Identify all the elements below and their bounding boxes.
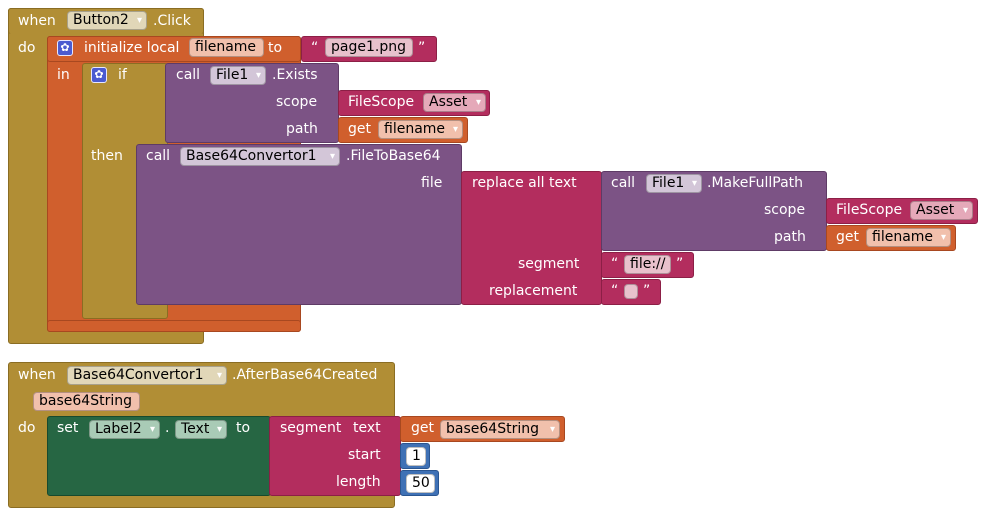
component-dropdown-label2[interactable]: Label2▾ — [89, 420, 160, 439]
number-value-field[interactable]: 50 — [406, 474, 435, 493]
component-dropdown-file1[interactable]: File1▾ — [646, 174, 702, 193]
segment-text-block[interactable] — [269, 416, 401, 496]
quote-close: ” — [643, 283, 651, 299]
then-keyword: then — [91, 148, 123, 164]
quote-open: “ — [611, 283, 619, 299]
file-label: file — [421, 175, 443, 191]
component-dropdown-base64convertor1[interactable]: Base64Convertor1▾ — [180, 147, 340, 166]
scope-label: scope — [764, 202, 806, 218]
number-value-field[interactable]: 1 — [406, 447, 426, 466]
length-label: length — [336, 474, 381, 490]
if-keyword: if — [118, 67, 127, 83]
text-value-field[interactable]: file:// — [624, 255, 671, 274]
chevron-down-icon: ▾ — [136, 15, 142, 26]
component-dropdown-base64convertor1[interactable]: Base64Convertor1▾ — [67, 366, 227, 385]
to-keyword: to — [236, 420, 251, 436]
variable-dropdown-filename[interactable]: filename▾ — [866, 228, 951, 247]
chevron-down-icon: ▾ — [549, 424, 555, 435]
to-keyword: to — [268, 40, 283, 56]
path-label: path — [286, 121, 318, 137]
event-name: .Click — [153, 13, 191, 29]
scope-value-dropdown[interactable]: Asset▾ — [910, 201, 973, 220]
when-keyword: when — [18, 367, 56, 383]
scope-value-dropdown[interactable]: Asset▾ — [423, 93, 486, 112]
mutator-gear-icon[interactable]: ✿ — [57, 40, 73, 56]
quote-close: ” — [676, 256, 684, 272]
event-parameter-base64string[interactable]: base64String — [33, 392, 140, 411]
start-label: start — [348, 447, 381, 463]
replace-all-text-block[interactable] — [461, 171, 602, 305]
chevron-down-icon: ▾ — [940, 232, 946, 243]
filetobase64-call-block[interactable] — [136, 144, 462, 305]
chevron-down-icon: ▾ — [691, 178, 697, 189]
scope-label: scope — [276, 94, 318, 110]
quote-open: “ — [311, 40, 319, 56]
text-label: text — [353, 420, 381, 436]
variable-dropdown-base64string[interactable]: base64String▾ — [440, 420, 560, 439]
method-name: .FileToBase64 — [346, 148, 441, 164]
text-value-field[interactable]: page1.png — [325, 38, 413, 57]
call-keyword: call — [176, 67, 201, 83]
when-keyword: when — [18, 13, 56, 29]
do-keyword: do — [18, 420, 36, 436]
chevron-down-icon: ▾ — [149, 424, 155, 435]
method-name: .Exists — [272, 67, 318, 83]
chevron-down-icon: ▾ — [216, 424, 222, 435]
set-keyword: set — [57, 420, 79, 436]
quote-close: ” — [418, 40, 426, 56]
local-variable-name-field[interactable]: filename — [189, 38, 264, 57]
in-keyword: in — [57, 67, 70, 83]
method-name: .MakeFullPath — [707, 175, 804, 191]
do-keyword: do — [18, 40, 36, 56]
filescope-label: FileScope — [348, 94, 415, 110]
call-keyword: call — [146, 148, 171, 164]
component-dropdown-button2[interactable]: Button2▾ — [67, 11, 147, 30]
chevron-down-icon: ▾ — [452, 124, 458, 135]
filescope-label: FileScope — [836, 202, 903, 218]
get-keyword: get — [348, 121, 371, 137]
variable-dropdown-filename[interactable]: filename▾ — [378, 120, 463, 139]
chevron-down-icon: ▾ — [329, 151, 335, 162]
path-label: path — [774, 229, 806, 245]
get-keyword: get — [836, 229, 859, 245]
get-keyword: get — [411, 420, 434, 436]
if-mutator-gear-icon[interactable]: ✿ — [91, 67, 107, 83]
chevron-down-icon: ▾ — [255, 70, 261, 81]
chevron-down-icon: ▾ — [962, 205, 968, 216]
quote-open: “ — [611, 256, 619, 272]
property-dropdown-text[interactable]: Text▾ — [175, 420, 227, 439]
segment-block-label: segment — [280, 420, 342, 436]
dot-separator: . — [165, 420, 170, 436]
replace-all-text-label: replace all text — [472, 175, 577, 191]
replacement-label: replacement — [489, 283, 578, 299]
file1-makefullpath-call-block[interactable] — [601, 171, 827, 251]
component-dropdown-file1[interactable]: File1▾ — [210, 66, 266, 85]
initialize-local-label: initialize local — [84, 40, 180, 56]
empty-text-value-field[interactable] — [624, 284, 638, 299]
call-keyword: call — [611, 175, 636, 191]
event-name: .AfterBase64Created — [232, 367, 378, 383]
chevron-down-icon: ▾ — [216, 370, 222, 381]
segment-label: segment — [518, 256, 580, 272]
chevron-down-icon: ▾ — [475, 97, 481, 108]
